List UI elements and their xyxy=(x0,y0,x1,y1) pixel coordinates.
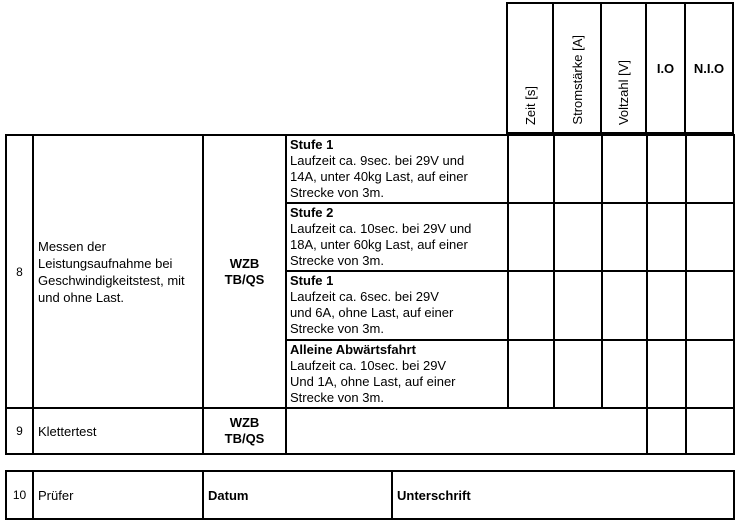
nio-entry-cell[interactable] xyxy=(687,136,733,204)
step-line: Laufzeit ca. 10sec. bei 29V xyxy=(290,358,447,373)
test-steps-table: 8 Messen der Leistungsaufnahme bei Gesch… xyxy=(5,134,735,455)
zeit-entry-cell[interactable] xyxy=(509,136,555,204)
row8-description-line: Leistungsaufnahme bei xyxy=(38,255,173,271)
step-line: und 6A, ohne Last, auf einer xyxy=(290,305,454,320)
step-title: Stufe 1 xyxy=(290,273,334,288)
step-line: Laufzeit ca. 6sec. bei 29V xyxy=(290,289,439,304)
step-line: Strecke von 3m. xyxy=(290,253,384,268)
step-line: Und 1A, ohne Last, auf einer xyxy=(290,374,456,389)
zeit-entry-cell[interactable] xyxy=(509,272,555,341)
step-title: Alleine Abwärtsfahrt xyxy=(290,342,416,357)
column-header-nio-label: N.I.O xyxy=(693,60,725,76)
row10-number: 10 xyxy=(12,488,27,502)
voltzahl-entry-cell[interactable] xyxy=(603,272,648,341)
column-header-zeit: Zeit [s] xyxy=(508,4,554,132)
voltzahl-entry-cell[interactable] xyxy=(603,204,648,272)
stromstaerke-entry-cell[interactable] xyxy=(555,136,603,204)
row8-description-line: Messen der xyxy=(38,238,106,254)
date-label: Datum xyxy=(208,487,249,503)
nio-entry-cell[interactable] xyxy=(687,341,733,409)
step-line: Strecke von 3m. xyxy=(290,390,384,405)
signature-label: Unterschrift xyxy=(397,487,471,503)
row9-number-cell: 9 xyxy=(7,409,34,453)
io-entry-cell[interactable] xyxy=(648,136,687,204)
column-header-nio: N.I.O xyxy=(686,4,732,132)
stromstaerke-entry-cell[interactable] xyxy=(555,204,603,272)
row9-description: Klettertest xyxy=(38,423,97,439)
row8-description-cell: Messen der Leistungsaufnahme bei Geschwi… xyxy=(34,136,204,409)
date-cell[interactable]: Datum xyxy=(204,472,393,518)
column-header-stromstaerke: Stromstärke [A] xyxy=(554,4,602,132)
row9-responsible-line2: TB/QS xyxy=(224,431,265,446)
signature-table: 10 Prüfer Datum Unterschrift xyxy=(5,470,735,520)
nio-entry-cell[interactable] xyxy=(687,409,733,453)
row9-number: 9 xyxy=(16,424,23,438)
stromstaerke-entry-cell[interactable] xyxy=(555,272,603,341)
step-line: 18A, unter 60kg Last, auf einer xyxy=(290,237,468,252)
row10-number-cell: 10 xyxy=(7,472,34,518)
io-entry-cell[interactable] xyxy=(648,409,687,453)
row8-description-line: Geschwindigkeitstest, mit xyxy=(38,272,185,288)
step-cell-abwaertsfahrt: Alleine Abwärtsfahrt Laufzeit ca. 10sec.… xyxy=(287,341,509,409)
nio-entry-cell[interactable] xyxy=(687,204,733,272)
row8-number: 8 xyxy=(16,264,23,279)
io-entry-cell[interactable] xyxy=(648,272,687,341)
measurement-header-table: Zeit [s] Stromstärke [A] Voltzahl [V] I.… xyxy=(506,2,734,134)
voltzahl-entry-cell[interactable] xyxy=(603,341,648,409)
step-cell-stufe2-load: Stufe 2 Laufzeit ca. 10sec. bei 29V und … xyxy=(287,204,509,272)
column-header-voltzahl-label: Voltzahl [V] xyxy=(616,59,631,125)
column-header-io-label: I.O xyxy=(656,60,675,76)
step-line: Strecke von 3m. xyxy=(290,185,384,200)
row8-description-line: und ohne Last. xyxy=(38,289,125,305)
step-line: 14A, unter 40kg Last, auf einer xyxy=(290,169,468,184)
io-entry-cell[interactable] xyxy=(648,204,687,272)
column-header-zeit-label: Zeit [s] xyxy=(522,85,538,125)
step-title: Stufe 1 xyxy=(290,137,334,152)
row8-responsible-line2: TB/QS xyxy=(224,271,265,287)
row9-description-cell: Klettertest xyxy=(34,409,204,453)
row9-blank-entry-cell[interactable] xyxy=(287,409,648,453)
examiner-label: Prüfer xyxy=(38,487,74,503)
stromstaerke-entry-cell[interactable] xyxy=(555,341,603,409)
zeit-entry-cell[interactable] xyxy=(509,204,555,272)
step-cell-stufe1-load: Stufe 1 Laufzeit ca. 9sec. bei 29V und 1… xyxy=(287,136,509,204)
column-header-voltzahl: Voltzahl [V] xyxy=(602,4,647,132)
step-line: Laufzeit ca. 9sec. bei 29V und xyxy=(290,153,465,168)
io-entry-cell[interactable] xyxy=(648,341,687,409)
examiner-cell[interactable]: Prüfer xyxy=(34,472,204,518)
zeit-entry-cell[interactable] xyxy=(509,341,555,409)
nio-entry-cell[interactable] xyxy=(687,272,733,341)
column-header-io: I.O xyxy=(647,4,686,132)
column-header-stromstaerke-label: Stromstärke [A] xyxy=(569,35,585,125)
step-line: Strecke von 3m. xyxy=(290,321,384,336)
signature-cell[interactable]: Unterschrift xyxy=(393,472,733,518)
row9-responsible-line1: WZB xyxy=(229,415,260,430)
voltzahl-entry-cell[interactable] xyxy=(603,136,648,204)
row8-number-cell: 8 xyxy=(7,136,34,409)
step-line: Laufzeit ca. 10sec. bei 29V und xyxy=(290,221,472,236)
row8-responsible-line1: WZB xyxy=(229,255,260,271)
row8-responsible-cell: WZB TB/QS xyxy=(204,136,287,409)
step-title: Stufe 2 xyxy=(290,205,334,220)
row9-responsible-cell: WZB TB/QS xyxy=(204,409,287,453)
step-cell-stufe1-noload: Stufe 1 Laufzeit ca. 6sec. bei 29V und 6… xyxy=(287,272,509,341)
